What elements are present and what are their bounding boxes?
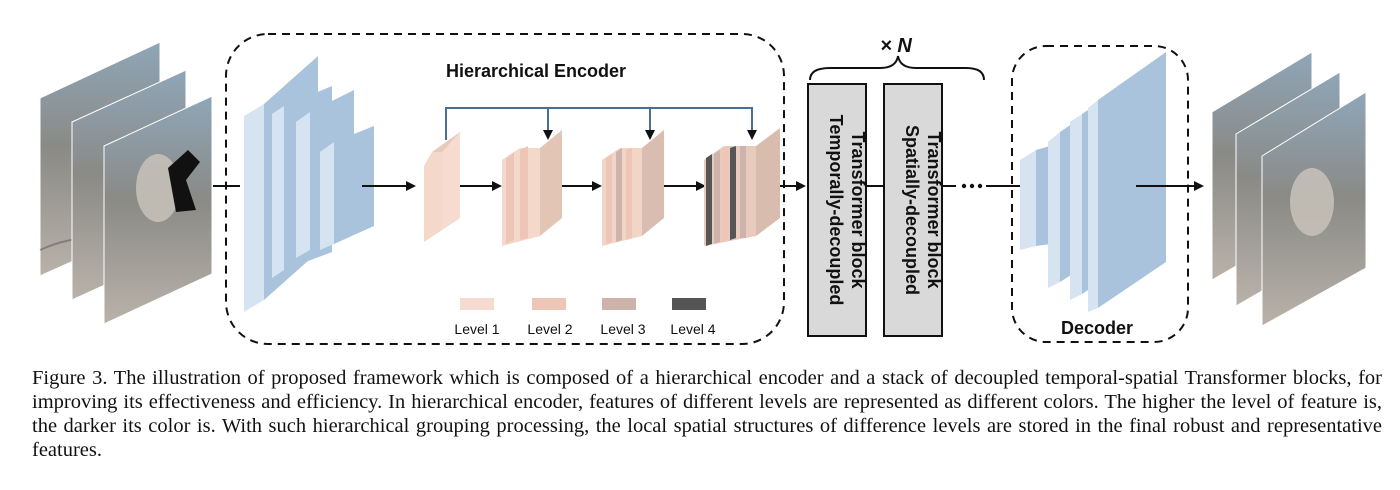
legend-item-level-4: Level 4 — [670, 298, 716, 337]
decoder-layers — [1020, 52, 1166, 312]
encoder-box — [225, 33, 785, 345]
legend-swatch-level-1 — [460, 298, 494, 310]
legend-item-level-3: Level 3 — [600, 298, 646, 337]
spatial-transformer-block: Spatially-decoupled Transformer block — [883, 83, 944, 337]
temporal-block-label-line2: Transformer block — [848, 131, 868, 289]
output-frame — [1261, 91, 1367, 327]
encoder-stage-4 — [704, 128, 780, 246]
legend-label-level-3: Level 3 — [600, 321, 645, 337]
legend-item-level-1: Level 1 — [454, 298, 500, 337]
conv-layer — [320, 126, 374, 250]
repeat-label: × N — [880, 35, 912, 57]
encoder-conv-layers — [244, 56, 374, 312]
input-frame — [103, 95, 213, 325]
legend-label-level-4: Level 4 — [670, 321, 715, 337]
encoder-stage-1 — [424, 132, 460, 242]
figure-caption: Figure 3. The illustration of proposed f… — [32, 367, 1382, 461]
legend-swatch-level-2 — [532, 298, 566, 310]
framework-diagram: Hierarchical Encoder — [39, 33, 1367, 345]
legend-swatch-level-3 — [602, 298, 636, 310]
decoder-title: Decoder — [1061, 318, 1133, 338]
repeat-brace: × N — [809, 35, 985, 81]
legend-swatch-level-4 — [672, 298, 706, 310]
level-legend: Level 1 Level 2 Level 3 Level 4 — [454, 298, 716, 337]
encoder-stage-2 — [502, 130, 562, 246]
decoder-layer — [1020, 146, 1050, 250]
decoder-layer — [1088, 52, 1166, 312]
legend-label-level-1: Level 1 — [454, 321, 499, 337]
mask-region — [168, 150, 200, 212]
spatial-block-label-line1: Spatially-decoupled — [902, 125, 922, 295]
decoder-box — [1011, 45, 1189, 343]
legend-label-level-2: Level 2 — [527, 321, 572, 337]
temporal-block-label-line1: Temporally-decoupled — [826, 115, 846, 306]
spatial-block-label-line2: Transformer block — [924, 131, 944, 289]
temporal-transformer-block: Temporally-decoupled Transformer block — [807, 83, 868, 337]
output-video-frames — [1211, 51, 1367, 327]
input-video-frames — [39, 41, 213, 325]
legend-item-level-2: Level 2 — [527, 298, 573, 337]
encoder-title: Hierarchical Encoder — [446, 61, 626, 81]
hierarchical-skip-connections — [445, 107, 757, 140]
encoder-stage-3 — [602, 130, 664, 246]
continuation-dots — [942, 183, 1020, 189]
